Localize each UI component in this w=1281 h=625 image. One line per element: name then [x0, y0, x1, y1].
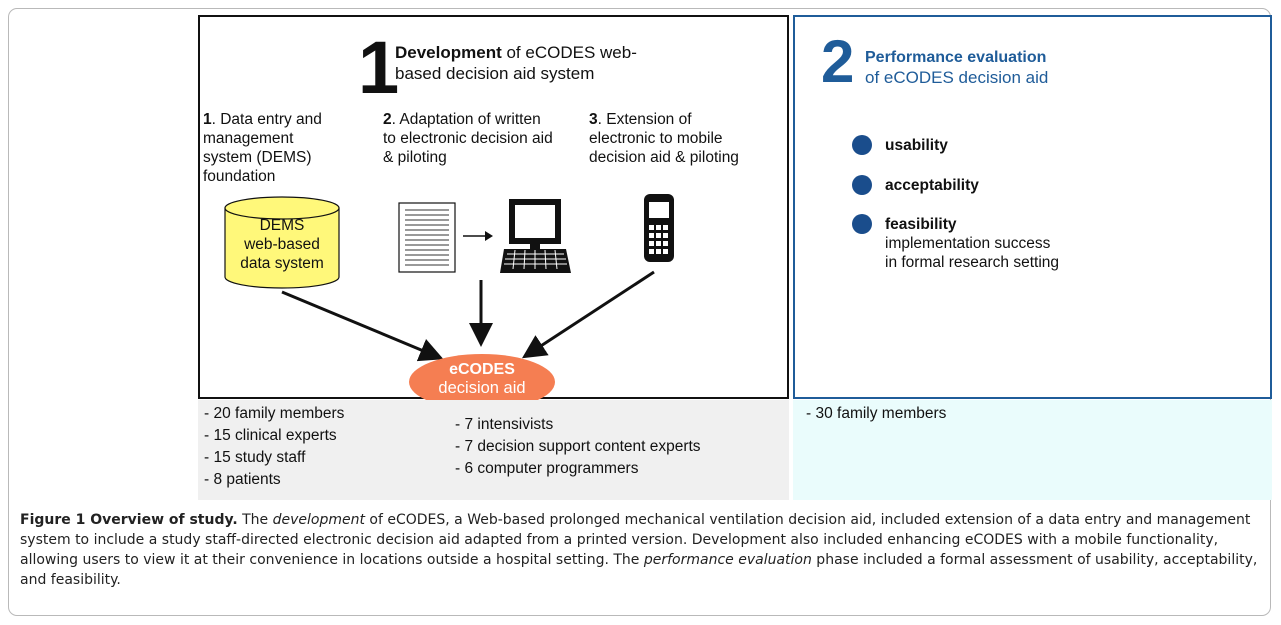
development-participants-col2: - 7 intensivists - 7 decision support co… [455, 414, 701, 480]
step-3-line: electronic to mobile [589, 130, 723, 147]
evaluation-title-line1: Performance evaluation [865, 49, 1047, 66]
dems-label-line: DEMS [259, 217, 305, 234]
dems-label-line: data system [240, 255, 324, 272]
ecodes-label-bold: eCODES [449, 361, 515, 378]
criterion-feasibility-sub: in formal research setting [885, 254, 1060, 271]
dems-label-line: web-based [244, 236, 320, 253]
criterion-feasibility: feasibility implementation success in fo… [885, 215, 1059, 272]
step-1: 1. Data entry and management system (DEM… [203, 110, 322, 186]
caption-text: of eCODES, a Web-based prolonged mechani… [20, 512, 1251, 568]
development-title-line1: of eCODES web- [501, 43, 637, 62]
computer-icon [500, 199, 571, 273]
development-title-bold: Development [395, 43, 502, 62]
bullet-dot-icon [852, 175, 872, 195]
development-title: Development of eCODES web- based decisio… [395, 42, 637, 84]
development-number: 1 [358, 26, 400, 109]
evaluation-panel: 2 Performance evaluation of eCODES decis… [793, 15, 1272, 399]
caption-label: Figure 1 Overview of study. [20, 512, 238, 528]
step-2-line: to electronic decision aid [383, 130, 553, 147]
participant-item: - 20 family members [204, 405, 345, 422]
step-2-line: . Adaptation of written [391, 111, 541, 128]
participant-item: - 7 decision support content experts [455, 438, 701, 455]
participant-item: - 15 clinical experts [204, 427, 337, 444]
criterion-acceptability: acceptability [885, 177, 979, 194]
figure-caption: Figure 1 Overview of study. The developm… [20, 510, 1265, 590]
arrow-right-icon [463, 231, 493, 241]
step-1-line: system (DEMS) [203, 149, 312, 166]
criterion-usability: usability [885, 137, 948, 154]
convergence-arrows [281, 270, 655, 362]
document-icon [398, 202, 456, 273]
step-1-line: management [203, 130, 294, 147]
evaluation-participants: - 30 family members [806, 403, 946, 425]
step-3-line: decision aid & piloting [589, 149, 739, 166]
ecodes-label-sub: decision aid [438, 379, 526, 397]
step-2-number: 2 [383, 111, 392, 128]
caption-emphasis: performance evaluation [643, 552, 812, 568]
participant-item: - 8 patients [204, 471, 281, 488]
development-panel: 1 Development of eCODES web- based decis… [198, 15, 789, 410]
evaluation-participants-panel: - 30 family members [793, 400, 1272, 500]
participant-item: - 6 computer programmers [455, 460, 639, 477]
mobile-phone-icon [644, 194, 674, 262]
evaluation-title-line2: of eCODES decision aid [865, 68, 1049, 87]
development-title-line2: based decision aid system [395, 64, 595, 83]
dems-label: DEMS web-based data system [222, 216, 342, 273]
caption-emphasis: development [272, 512, 365, 528]
participant-item: - 15 study staff [204, 449, 306, 466]
bullet-dot-icon [852, 214, 872, 234]
evaluation-title: Performance evaluation of eCODES decisio… [865, 48, 1048, 89]
participant-item: - 30 family members [806, 405, 947, 422]
evaluation-number: 2 [821, 28, 855, 95]
step-3-number: 3 [589, 111, 598, 128]
step-1-line: . Data entry and [211, 111, 322, 128]
database-icon [224, 196, 340, 289]
caption-text: The [237, 512, 273, 528]
step-1-line: foundation [203, 168, 276, 185]
step-2-line: & piloting [383, 149, 447, 166]
criterion-feasibility-sub: implementation success [885, 235, 1051, 252]
step-1-number: 1 [203, 111, 212, 128]
criterion-feasibility-label: feasibility [885, 216, 957, 233]
step-3: 3. Extension of electronic to mobile dec… [589, 110, 739, 167]
ecodes-node [409, 354, 555, 410]
participant-item: - 7 intensivists [455, 416, 554, 433]
step-2: 2. Adaptation of written to electronic d… [383, 110, 553, 167]
step-3-line: . Extension of [597, 111, 692, 128]
development-participants-col1: - 20 family members - 15 clinical expert… [204, 403, 344, 491]
bullet-dot-icon [852, 135, 872, 155]
caption-text: phase included a formal assessment of us… [20, 552, 1258, 588]
development-participants-panel: - 20 family members - 15 clinical expert… [198, 400, 789, 500]
ecodes-label: eCODES decision aid [408, 360, 556, 398]
